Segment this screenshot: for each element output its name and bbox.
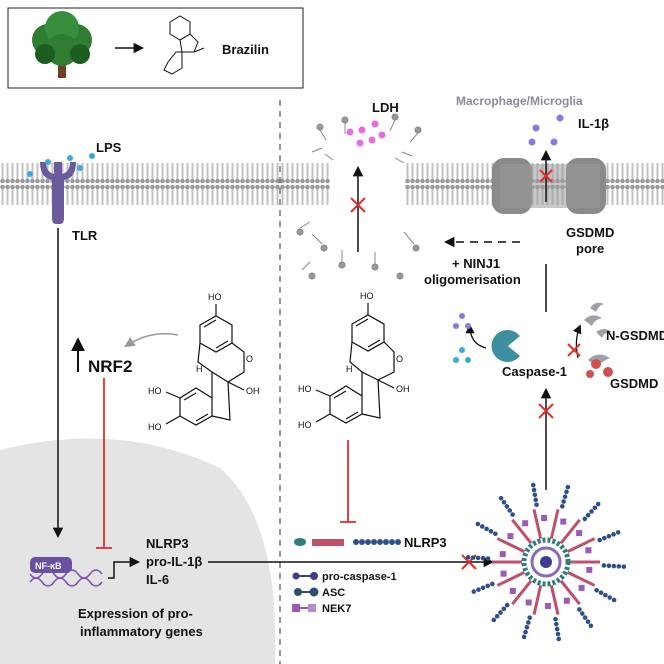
legend-procaspase-label: pro-caspase-1 — [322, 571, 397, 583]
tlr-label: TLR — [72, 228, 98, 243]
gsdmd-label: GSDMD — [610, 376, 658, 391]
blocked-icon — [567, 343, 581, 357]
il1b-products-icon — [453, 313, 471, 363]
gene-il6: IL-6 — [146, 572, 169, 587]
inflammasome-complex-icon — [465, 482, 627, 642]
transcription-arrow — [108, 556, 141, 579]
blocked-icon — [538, 403, 554, 419]
nrf2-label: NRF2 — [88, 357, 132, 376]
gene-nlrp3: NLRP3 — [146, 536, 189, 551]
dna-icon — [29, 569, 103, 587]
gsdmd-pore-icon — [492, 158, 606, 214]
svg-text:OH: OH — [396, 384, 410, 394]
asc-icon — [294, 587, 319, 597]
pore-label-line1: GSDMD — [566, 225, 614, 240]
expression-label-line1: Expression of pro- — [78, 606, 193, 621]
expression-label-line2: inflammatory genes — [80, 624, 203, 639]
nlrp3-protein-label: NLRP3 — [404, 535, 447, 550]
gsdmd-cleavage-arrow — [572, 324, 582, 359]
brazilin-structure-left-icon: HO O H OH HO HO — [148, 292, 260, 432]
lps-molecules-icon — [27, 153, 95, 177]
nucleus — [0, 438, 276, 664]
svg-text:O: O — [396, 354, 403, 364]
ldh-label: LDH — [372, 100, 399, 115]
lps-label: LPS — [96, 140, 122, 155]
n-gsdmd-fragments-icon — [584, 302, 612, 338]
legend: pro-caspase-1 ASC NEK7 — [292, 571, 397, 615]
svg-text:HO: HO — [360, 291, 374, 301]
brazilin-to-nrf2-arrow — [124, 333, 179, 348]
caspase-pacman-icon — [491, 330, 520, 362]
svg-text:H: H — [196, 364, 203, 374]
tlr-receptor-icon — [40, 162, 76, 224]
svg-text:HO: HO — [208, 292, 222, 302]
ruptured-membrane-icon — [296, 113, 422, 280]
svg-text:HO: HO — [148, 422, 162, 432]
il1b-label: IL-1β — [578, 116, 609, 131]
ninj1-label-line1: + NINJ1 — [452, 256, 500, 271]
tree-icon — [32, 11, 92, 78]
blocked-icon — [539, 169, 553, 183]
cleavage-arrow — [465, 324, 487, 349]
il1b-molecules-icon — [528, 114, 564, 146]
svg-text:OH: OH — [246, 386, 260, 396]
caspase-label: Caspase-1 — [502, 364, 567, 379]
svg-text:HO: HO — [298, 384, 312, 394]
legend-asc-label: ASC — [322, 587, 345, 599]
cell-membrane — [0, 158, 664, 214]
n-gsdmd-label: N-GSDMD — [606, 328, 664, 343]
brazilin-small-structure-icon — [163, 15, 205, 75]
nek7-icon — [292, 604, 316, 612]
gene-pro-il1b: pro-IL-1β — [146, 554, 202, 569]
ldh-molecules-icon — [346, 120, 386, 147]
compound-name: Brazilin — [222, 42, 269, 57]
ninj1-label-line2: oligomerisation — [424, 272, 521, 287]
gsdmd-protein-icon — [586, 354, 613, 378]
nlrp3-protein-icon — [294, 538, 401, 546]
procaspase-icon — [292, 572, 318, 580]
blocked-icon — [350, 197, 366, 213]
nfkb-badge — [30, 557, 72, 573]
svg-text:HO: HO — [148, 386, 162, 396]
svg-text:O: O — [246, 354, 253, 364]
svg-text:H: H — [346, 364, 353, 374]
svg-text:HO: HO — [298, 420, 312, 430]
pore-label-line2: pore — [576, 241, 604, 256]
brazilin-structure-middle-icon: HO O H OH HO HO — [298, 291, 410, 430]
compound-source-box: Brazilin — [7, 7, 304, 89]
legend-nek7-label: NEK7 — [322, 603, 351, 615]
nfkb-label: NF-κB — [35, 561, 62, 571]
cell-type-label: Macrophage/Microglia — [456, 94, 583, 108]
